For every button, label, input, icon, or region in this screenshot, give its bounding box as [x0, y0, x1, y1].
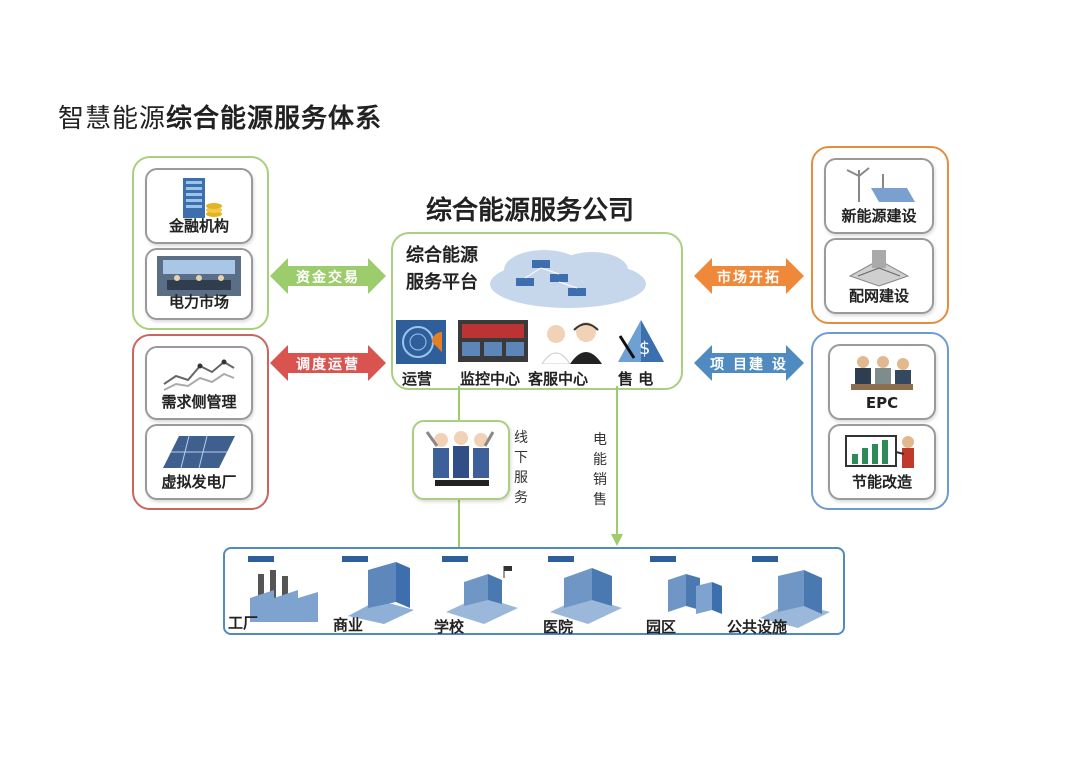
building-coins-icon: [183, 178, 222, 218]
card-label: 金融机构: [168, 217, 229, 235]
card-label: 新能源建设: [841, 207, 917, 225]
title-prefix: 智慧能源: [58, 104, 167, 134]
commercial-icon: [342, 556, 414, 624]
cloud-network-icon: [490, 250, 646, 308]
char: 能: [593, 452, 607, 468]
monitor-wall-icon: [458, 320, 528, 362]
customer-service-icon: [541, 322, 602, 364]
power-sales-label: 电 能 销 售: [592, 430, 608, 510]
workers-icon: [425, 431, 495, 486]
card-power-market[interactable]: 电力市场: [145, 248, 253, 320]
arrow-project-build: 项 目建 设: [694, 343, 804, 383]
card-virtual-plant[interactable]: 虚拟发电厂: [145, 424, 253, 500]
customer-park: 园区: [646, 618, 677, 636]
card-label: 虚拟发电厂: [161, 473, 237, 491]
arrow-label: 市场开拓: [717, 270, 781, 286]
card-label: 节能改造: [851, 473, 912, 491]
platform-item-sales: 售 电: [618, 370, 654, 388]
platform-line2: 服务平台: [406, 272, 478, 293]
company-title: 综合能源服务公司: [426, 196, 635, 226]
char: 电: [593, 432, 607, 448]
hospital-icon: [548, 556, 622, 624]
card-label: 电力市场: [168, 293, 229, 311]
arrow-funding-trade: 资金交易: [270, 256, 386, 296]
title-main: 综合能源服务体系: [166, 104, 383, 134]
card-finance[interactable]: 金融机构: [145, 168, 253, 244]
card-epc[interactable]: EPC: [828, 344, 936, 420]
business-meeting-icon: [851, 356, 913, 390]
platform-line1: 综合能源: [406, 245, 478, 266]
card-demand-side[interactable]: 需求侧管理: [145, 346, 253, 420]
page-title: 智慧能源综合能源服务体系: [58, 98, 382, 135]
electricity-sale-icon: $: [618, 320, 664, 362]
customer-hospital: 医院: [543, 618, 574, 636]
school-icon: [442, 556, 518, 624]
arrow-market-expansion: 市场开拓: [694, 256, 804, 296]
char: 售: [593, 492, 607, 508]
char: 务: [514, 490, 528, 506]
customer-factory: 工厂: [228, 614, 259, 632]
line-chart-icon: [163, 359, 235, 391]
card-distribution[interactable]: 配网建设: [824, 238, 934, 314]
workers-card: [412, 420, 510, 500]
svg-text:$: $: [639, 338, 650, 359]
char: 服: [514, 470, 528, 486]
arrow-label: 调度运营: [296, 357, 360, 373]
park-icon: [650, 556, 722, 614]
factory-icon: [248, 556, 318, 622]
control-room-icon: [157, 256, 241, 296]
radar-chart-icon: [396, 320, 446, 364]
arrow-label: 项 目建 设: [710, 357, 788, 373]
char: 销: [593, 472, 607, 488]
presentation-chart-icon: [845, 435, 914, 468]
wind-solar-icon: [846, 167, 915, 202]
platform-item-operation: 运营: [402, 370, 433, 388]
platform-item-monitoring: 监控中心: [460, 370, 521, 388]
card-label: 需求侧管理: [161, 393, 237, 411]
grid-network-icon: [848, 250, 910, 287]
char: 线: [514, 430, 528, 446]
customer-public-facility: 公共设施: [727, 618, 788, 636]
card-energy-retrofit[interactable]: 节能改造: [828, 424, 936, 500]
card-label: EPC: [865, 394, 899, 412]
customer-school: 学校: [434, 618, 465, 636]
platform-title: 综合能源 服务平台: [406, 242, 478, 296]
card-new-energy[interactable]: 新能源建设: [824, 158, 934, 234]
public-facility-icon: [752, 556, 830, 628]
offline-service-label: 线 下 服 务: [513, 428, 529, 508]
platform-item-service: 客服中心: [528, 370, 589, 388]
customer-commercial: 商业: [333, 616, 364, 634]
solar-panel-icon: [163, 435, 235, 469]
card-label: 配网建设: [848, 287, 909, 305]
customers-box: [223, 547, 845, 635]
char: 下: [514, 450, 528, 466]
arrow-dispatch: 调度运营: [270, 343, 386, 383]
arrow-label: 资金交易: [296, 270, 360, 286]
